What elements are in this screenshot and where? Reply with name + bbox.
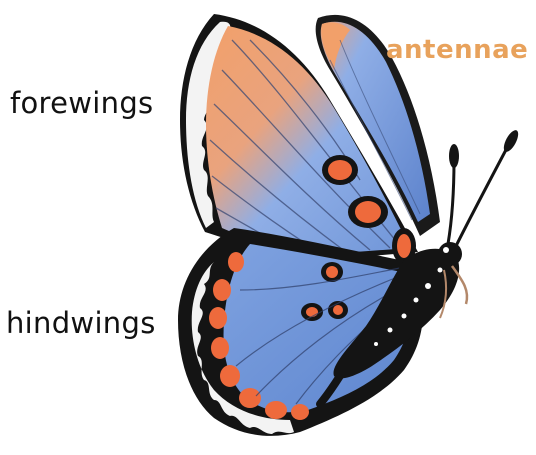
- hindwings-label: hindwings: [6, 309, 156, 338]
- antennae: [448, 128, 521, 246]
- antennae-label: antennae: [386, 37, 528, 63]
- forewings-label: forewings: [10, 89, 153, 118]
